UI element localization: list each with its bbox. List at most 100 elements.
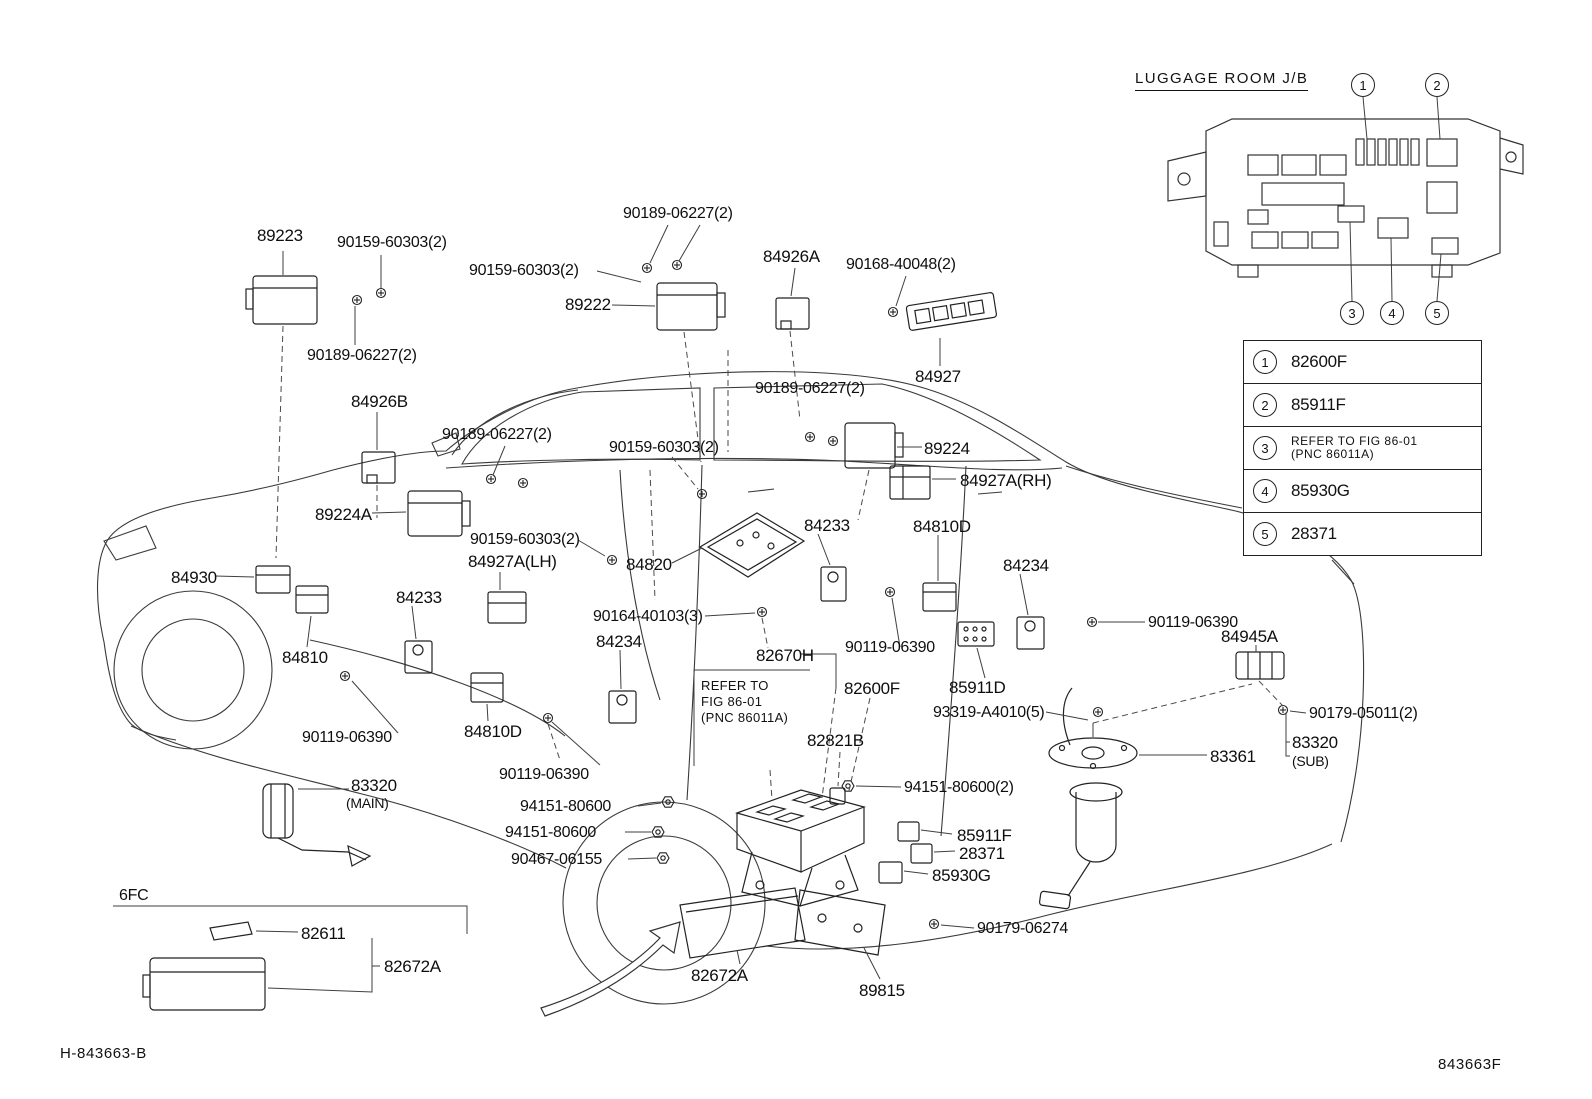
fuel-sender-83320-main-icon bbox=[262, 783, 372, 867]
legend-row-3: 3 REFER TO FIG 86-01 (PNC 86011A) bbox=[1244, 426, 1481, 469]
part-label-90179-050112: 90179-05011(2) bbox=[1309, 705, 1418, 722]
part-label-90159-603032: 90159-60303(2) bbox=[337, 234, 447, 251]
switch-84233-left-icon bbox=[404, 640, 433, 674]
part-label-90168-400482: 90168-40048(2) bbox=[846, 256, 956, 273]
jb-callout-5: 5 bbox=[1425, 301, 1449, 325]
part-label-84926A: 84926A bbox=[763, 247, 820, 266]
jb-title: LUGGAGE ROOM J/B bbox=[1135, 70, 1309, 91]
legend-table: 1 82600F 2 85911F 3 REFER TO FIG 86-01 (… bbox=[1243, 340, 1482, 556]
part-label-89223: 89223 bbox=[257, 226, 303, 245]
relay-85911f-icon bbox=[897, 821, 920, 842]
part-label-89222: 89222 bbox=[565, 295, 611, 314]
part-label-84927: 84927 bbox=[915, 367, 961, 386]
part-label-89224A: 89224A bbox=[315, 505, 372, 524]
refer-note: REFER TO FIG 86-01 (PNC 86011A) bbox=[701, 678, 788, 726]
legend-part-number-1: 82600F bbox=[1291, 352, 1347, 371]
legend-part-number-5: 28371 bbox=[1291, 524, 1337, 543]
switch-84810d-right-icon bbox=[922, 582, 957, 612]
ecu-89223-icon bbox=[245, 275, 318, 325]
part-label-82670H: 82670H bbox=[756, 646, 814, 665]
relay-84926b-icon bbox=[361, 451, 396, 484]
connector-84927a-lh-icon bbox=[487, 591, 527, 624]
part-label-84810D: 84810D bbox=[464, 722, 522, 741]
part-label-82672A: 82672A bbox=[384, 957, 441, 976]
part-label-89224: 89224 bbox=[924, 439, 970, 458]
part-label-83361: 83361 bbox=[1210, 747, 1256, 766]
jb-callout-2: 2 bbox=[1425, 73, 1449, 97]
part-label-89815: 89815 bbox=[859, 981, 905, 1000]
component-icons bbox=[142, 275, 1285, 1011]
legend-part-number-2: 85911F bbox=[1291, 395, 1346, 414]
part-label-MAIN: (MAIN) bbox=[346, 795, 389, 811]
part-label-84233: 84233 bbox=[804, 516, 850, 535]
relay-84926a-icon bbox=[775, 297, 810, 330]
legend-row-5: 5 28371 bbox=[1244, 512, 1481, 555]
ecu-82672a-left-icon bbox=[142, 957, 266, 1011]
fastener-icons bbox=[339, 259, 1289, 930]
relay-28371-icon bbox=[910, 843, 933, 864]
legend-circle-4: 4 bbox=[1253, 479, 1277, 503]
switch-84930-icon bbox=[255, 565, 291, 594]
part-label-82600F: 82600F bbox=[844, 679, 900, 698]
pointer-arrow bbox=[540, 921, 681, 1017]
part-label-90467-06155: 90467-06155 bbox=[511, 851, 603, 868]
legend-circle-1: 1 bbox=[1253, 350, 1277, 374]
part-label-90189-062272: 90189-06227(2) bbox=[623, 205, 733, 222]
part-label-85911D: 85911D bbox=[949, 678, 1006, 697]
car-outline bbox=[96, 371, 1365, 950]
ecu-89224a-icon bbox=[407, 490, 471, 537]
part-label-84927ARH: 84927A(RH) bbox=[960, 471, 1052, 490]
legend-note-line-2: (PNC 86011A) bbox=[1291, 447, 1375, 461]
part-label-90159-603032: 90159-60303(2) bbox=[469, 262, 579, 279]
part-label-85930G: 85930G bbox=[932, 866, 991, 885]
fuse-box-82600f-icon bbox=[735, 789, 866, 907]
switch-84233-right-icon bbox=[820, 566, 847, 602]
connector-84927-icon bbox=[905, 292, 997, 331]
part-label-84945A: 84945A bbox=[1221, 627, 1278, 646]
part-label-90119-06390: 90119-06390 bbox=[1148, 614, 1238, 631]
legend-row-1: 1 82600F bbox=[1244, 341, 1481, 383]
connector-84927a-rh-icon bbox=[889, 465, 931, 500]
part-label-82821B: 82821B bbox=[807, 731, 864, 750]
part-label-SUB: (SUB) bbox=[1292, 753, 1329, 769]
part-label-6FC: 6FC bbox=[119, 887, 149, 904]
bracket-89815-icon bbox=[794, 889, 886, 956]
part-label-90159-603032: 90159-60303(2) bbox=[609, 439, 719, 456]
ecu-82672a-right-icon bbox=[679, 887, 806, 959]
part-label-83320: 83320 bbox=[351, 776, 397, 795]
refer-note-line-2: FIG 86-01 bbox=[701, 694, 763, 709]
part-label-90159-603032: 90159-60303(2) bbox=[470, 531, 580, 548]
part-label-94151-80600: 94151-80600 bbox=[520, 798, 612, 815]
legend-circle-2: 2 bbox=[1253, 393, 1277, 417]
jb-callout-3: 3 bbox=[1340, 301, 1364, 325]
fuel-sender-83361-icon bbox=[1048, 737, 1138, 770]
switch-84234-mid-icon bbox=[608, 690, 637, 724]
dashed-leader-lines bbox=[275, 325, 1284, 801]
part-label-84234: 84234 bbox=[1003, 556, 1049, 575]
leader-lines bbox=[113, 96, 1442, 993]
part-label-28371: 28371 bbox=[959, 844, 1005, 863]
part-label-90119-06390: 90119-06390 bbox=[302, 729, 392, 746]
part-label-90119-06390: 90119-06390 bbox=[499, 766, 589, 783]
part-label-85911F: 85911F bbox=[957, 826, 1012, 845]
legend-circle-5: 5 bbox=[1253, 522, 1277, 546]
refer-note-line-3: (PNC 86011A) bbox=[701, 710, 789, 725]
switch-84234-right-icon bbox=[1016, 616, 1045, 650]
part-label-90189-062272: 90189-06227(2) bbox=[307, 347, 417, 364]
part-label-82611: 82611 bbox=[301, 924, 346, 943]
part-label-90119-06390: 90119-06390 bbox=[845, 639, 935, 656]
refer-note-line-1: REFER TO bbox=[701, 678, 769, 693]
part-label-93319-A40105: 93319-A4010(5) bbox=[933, 704, 1045, 721]
legend-row-2: 2 85911F bbox=[1244, 383, 1481, 426]
relay-85930g-icon bbox=[878, 861, 903, 884]
part-label-90189-062272: 90189-06227(2) bbox=[755, 380, 865, 397]
switch-84810-icon bbox=[295, 585, 329, 614]
ecu-89224-icon bbox=[844, 422, 904, 469]
drawing-number-right: 843663F bbox=[1438, 1056, 1502, 1073]
legend-circle-3: 3 bbox=[1253, 436, 1277, 460]
part-label-84926B: 84926B bbox=[351, 392, 408, 411]
connector-82821b-icon bbox=[829, 787, 846, 805]
board-85911d-icon bbox=[957, 621, 995, 647]
